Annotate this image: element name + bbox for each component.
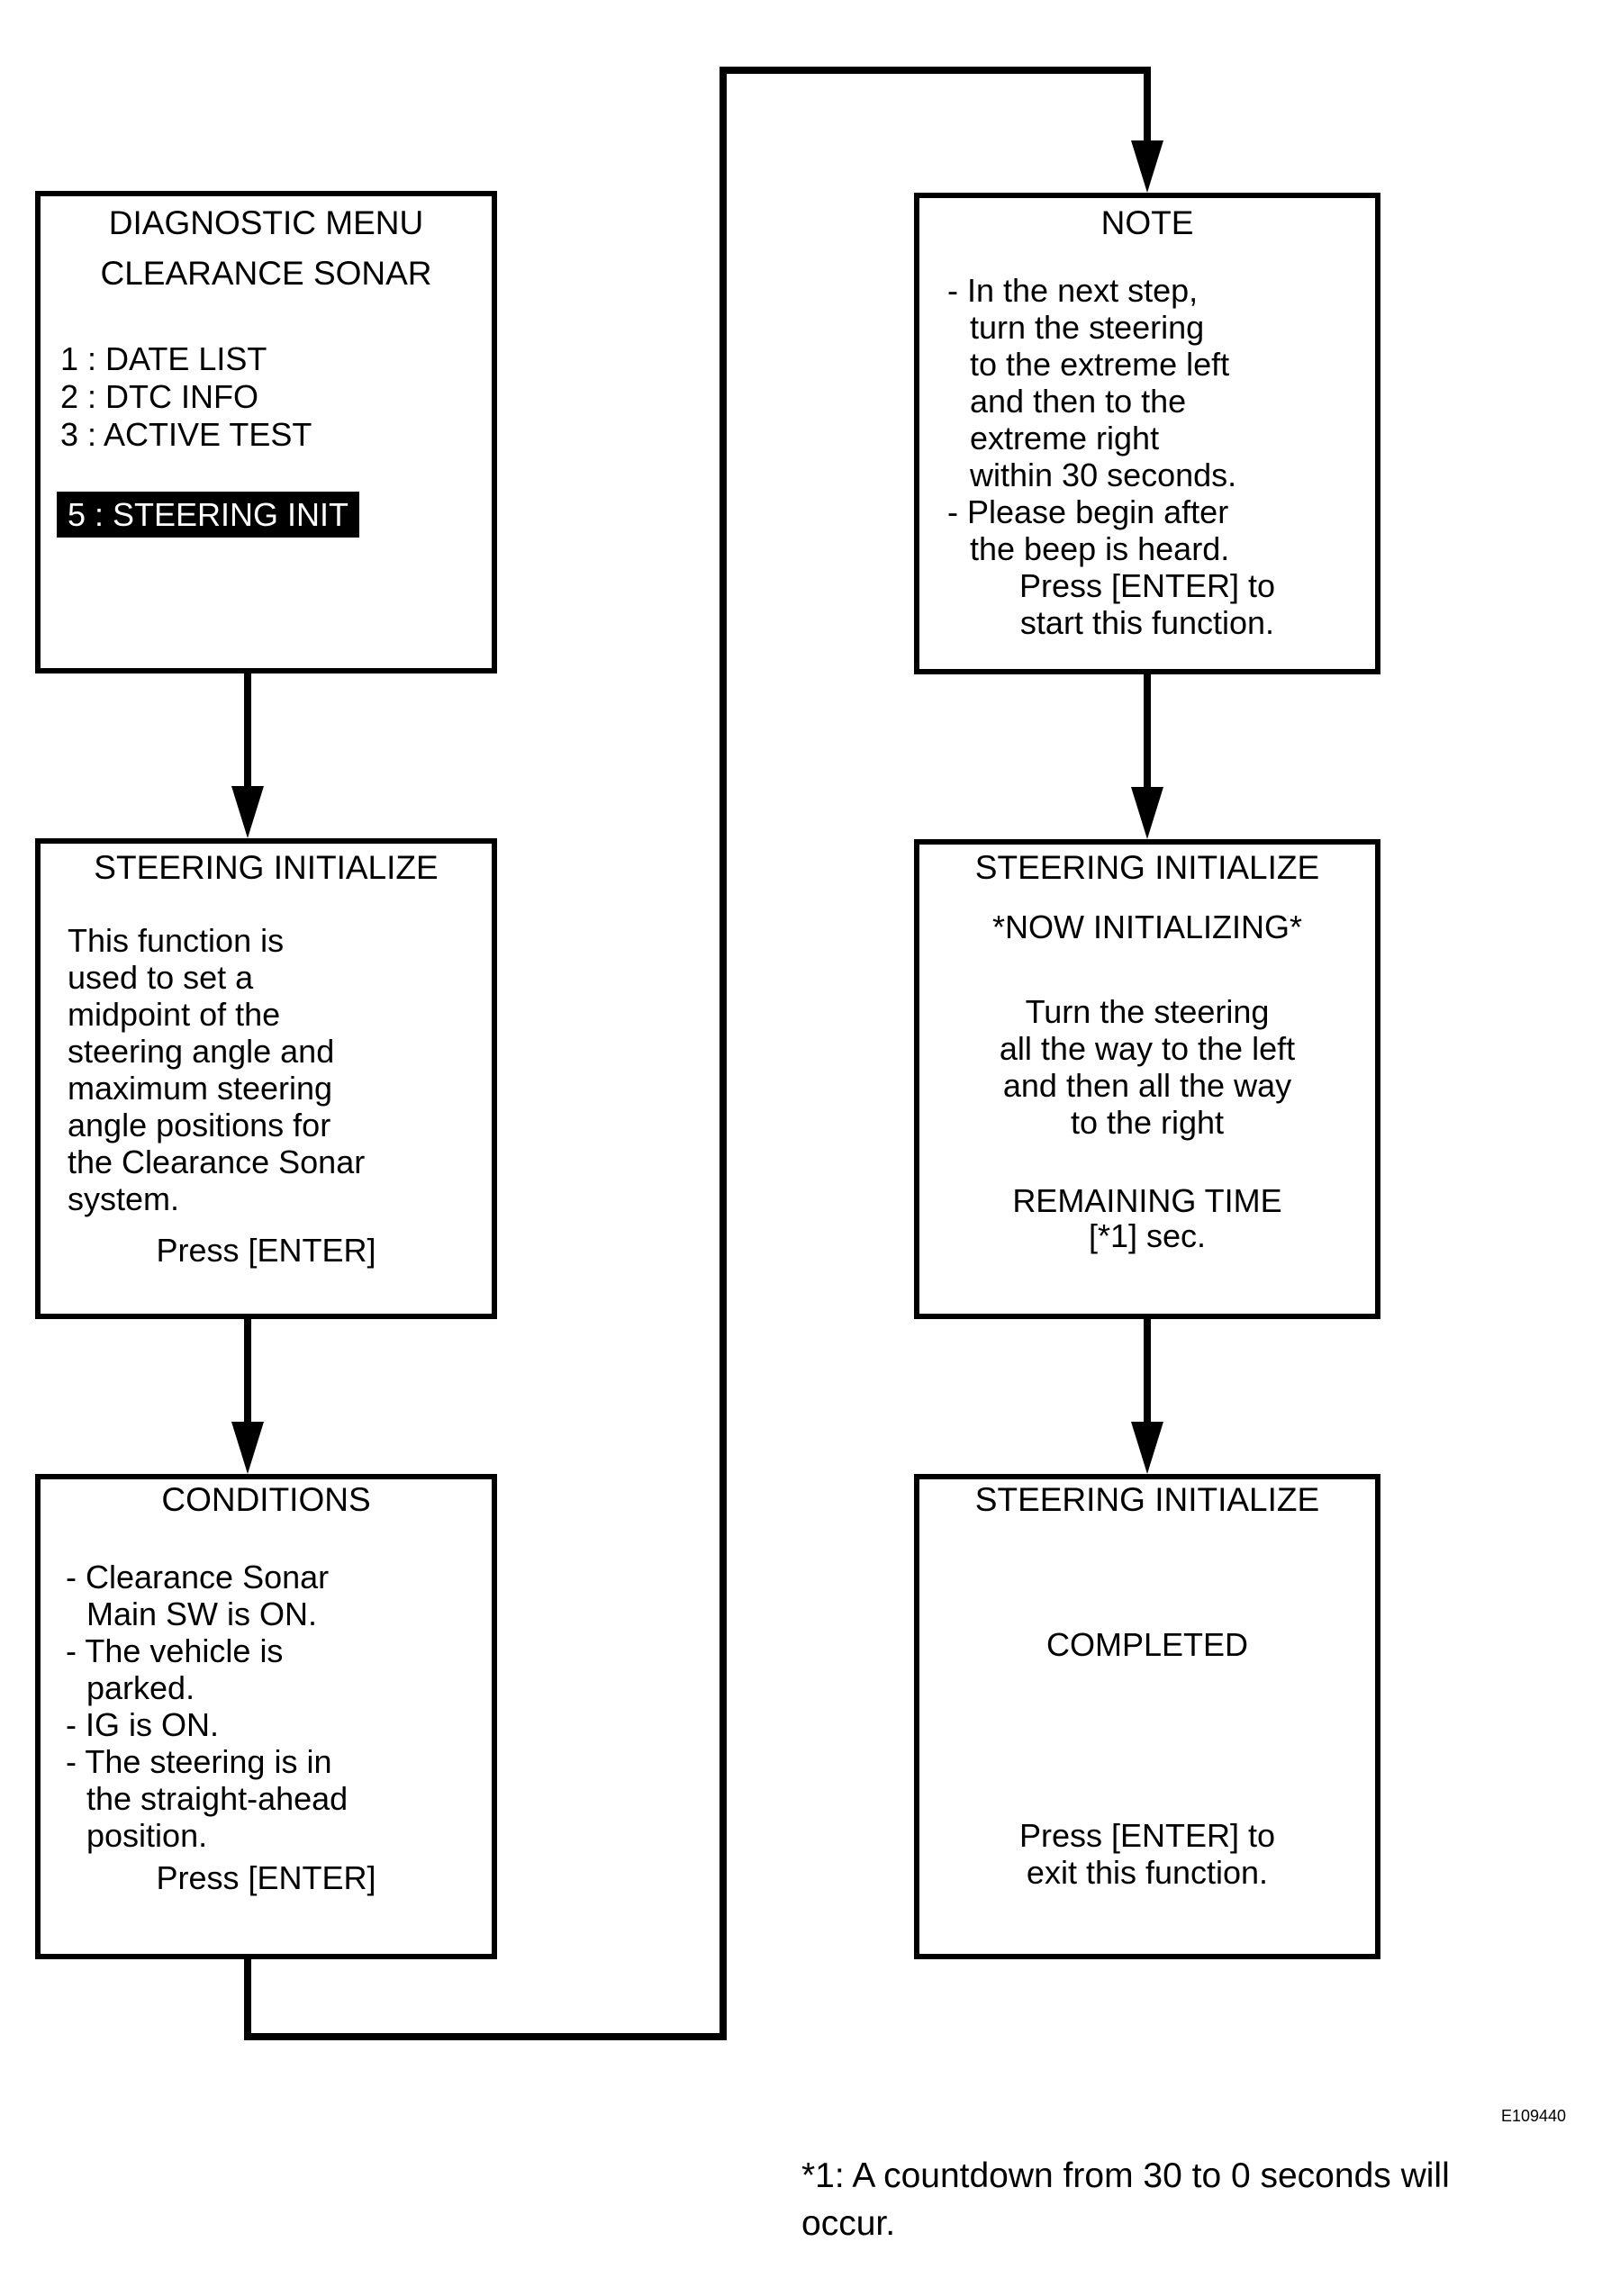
conditions-box: CONDITIONS - Clearance Sonar Main SW is …	[35, 1474, 497, 1959]
selected-menu-item-row: 5 : STEERING INIT	[57, 492, 492, 538]
condition-line: - Clearance Sonar	[66, 1559, 330, 1595]
box-title: CONDITIONS	[161, 1481, 371, 1518]
footnote: *1: A countdown from 30 to 0 seconds wil…	[801, 2152, 1549, 2247]
now-initializing-box: STEERING INITIALIZE *NOW INITIALIZING* T…	[914, 839, 1380, 1319]
completed-box: STEERING INITIALIZE COMPLETED Press [ENT…	[914, 1474, 1380, 1959]
down-arrow-icon	[1131, 140, 1163, 193]
connector-line	[244, 1959, 251, 2040]
action-line: exit this function.	[1026, 1854, 1269, 1891]
diagnostic-menu-items: 1 : DATE LIST 2 : DTC INFO 3 : ACTIVE TE…	[60, 340, 486, 454]
selected-menu-item-steering-init: 5 : STEERING INIT	[57, 492, 360, 538]
steering-initialize-info-box: STEERING INITIALIZE This function is use…	[35, 838, 497, 1319]
body-line: midpoint of the	[68, 996, 281, 1033]
diagnostic-menu-box: DIAGNOSTIC MENU CLEARANCE SONAR 1 : DATE…	[35, 191, 497, 673]
remaining-time-value: [*1] sec.	[1088, 1217, 1207, 1254]
press-enter-label: Press [ENTER]	[156, 1232, 376, 1269]
body-line: angle positions for	[68, 1107, 331, 1143]
connector-line	[244, 673, 251, 786]
connector-line	[244, 1319, 251, 1422]
remaining-time-label: REMAINING TIME [*1] sec.	[919, 1183, 1375, 1253]
condition-line: - The vehicle is	[66, 1632, 284, 1669]
box-body: - In the next step, turn the steering to…	[947, 272, 1370, 567]
condition-line: Main SW is ON.	[86, 1595, 318, 1632]
status-text: *NOW INITIALIZING*	[991, 908, 1303, 945]
diagnostic-menu-title: DIAGNOSTIC MENU	[108, 204, 424, 241]
note-line: turn the steering	[970, 309, 1205, 346]
condition-line: - IG is ON.	[66, 1706, 219, 1743]
footnote-line: *1: A countdown from 30 to 0 seconds wil…	[801, 2156, 1450, 2195]
body-line: the Clearance Sonar	[68, 1143, 366, 1180]
body-line: This function is	[68, 922, 285, 959]
action-line: start this function.	[1019, 604, 1275, 641]
box-body: Turn the steering all the way to the lef…	[919, 993, 1375, 1141]
box-body: This function is used to set a midpoint …	[68, 922, 486, 1217]
press-enter-label: Press [ENTER]	[156, 1859, 376, 1896]
condition-line: the straight-ahead	[86, 1780, 348, 1817]
note-line: - In the next step,	[947, 272, 1199, 309]
note-line: the beep is heard.	[970, 530, 1230, 567]
connector-line	[720, 67, 727, 2040]
diagnostic-menu-titles: DIAGNOSTIC MENU CLEARANCE SONAR	[41, 198, 492, 299]
note-line: extreme right	[970, 420, 1160, 456]
press-enter-label: Press [ENTER] to start this function.	[919, 567, 1375, 641]
condition-line: - The steering is in	[66, 1743, 332, 1780]
connector-line	[244, 2033, 727, 2040]
instruction-line: all the way to the left	[999, 1030, 1296, 1067]
body-line: system.	[68, 1180, 180, 1217]
down-arrow-icon	[1131, 1422, 1163, 1474]
remaining-time-title: REMAINING TIME	[1012, 1182, 1282, 1219]
instruction-line: Turn the steering	[1025, 993, 1270, 1030]
diagnostic-menu-subtitle: CLEARANCE SONAR	[100, 255, 432, 292]
down-arrow-icon	[231, 786, 264, 838]
status-text: COMPLETED	[1045, 1626, 1249, 1663]
footnote-line: occur.	[801, 2204, 896, 2243]
connector-line	[1144, 674, 1151, 787]
figure-id-label: E109440	[1501, 2107, 1567, 2125]
down-arrow-icon	[231, 1422, 264, 1474]
action-line: Press [ENTER] to	[1018, 1817, 1276, 1854]
box-title: STEERING INITIALIZE	[974, 849, 1320, 886]
menu-item-active-test: 3 : ACTIVE TEST	[60, 416, 312, 453]
body-line: steering angle and	[68, 1033, 335, 1070]
note-box: NOTE - In the next step, turn the steeri…	[914, 193, 1380, 674]
note-line: - Please begin after	[947, 493, 1229, 530]
connector-line	[720, 67, 1151, 74]
box-title: NOTE	[1100, 204, 1194, 241]
condition-line: parked.	[86, 1669, 195, 1706]
instruction-line: to the right	[1070, 1104, 1225, 1141]
press-enter-label: Press [ENTER] to exit this function.	[919, 1817, 1375, 1891]
body-line: maximum steering	[68, 1070, 333, 1107]
down-arrow-icon	[1131, 787, 1163, 839]
note-line: and then to the	[970, 383, 1187, 420]
note-line: within 30 seconds.	[970, 456, 1237, 493]
instruction-line: and then all the way	[1002, 1067, 1292, 1104]
action-line: Press [ENTER] to	[1018, 567, 1276, 604]
box-title: STEERING INITIALIZE	[974, 1481, 1320, 1518]
menu-item-dtc-info: 2 : DTC INFO	[60, 378, 259, 415]
note-line: to the extreme left	[970, 346, 1230, 383]
box-body: - Clearance Sonar Main SW is ON. - The v…	[66, 1559, 486, 1854]
condition-line: position.	[86, 1817, 208, 1854]
body-line: used to set a	[68, 959, 254, 996]
connector-line	[1144, 67, 1151, 140]
menu-item-data-list: 1 : DATE LIST	[60, 340, 267, 377]
connector-line	[1144, 1319, 1151, 1422]
box-title: STEERING INITIALIZE	[94, 849, 439, 886]
